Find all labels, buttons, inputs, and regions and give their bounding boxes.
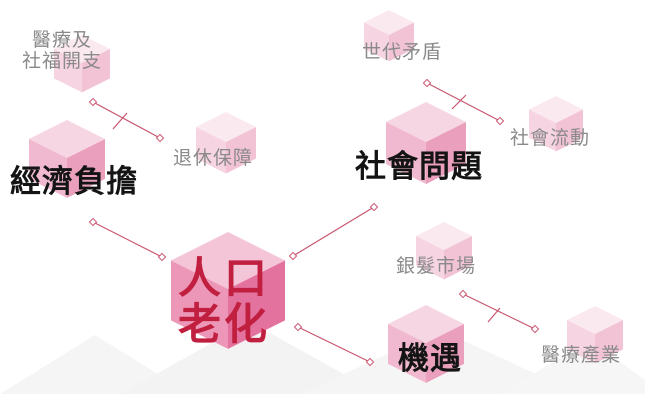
cube-opportunity <box>388 305 464 383</box>
connector-center-to-opportunity-node <box>293 322 303 332</box>
connector-center-to-social <box>292 206 375 257</box>
cube-economic-burden <box>29 120 105 198</box>
background-triangle <box>500 340 645 394</box>
cube-silver-market <box>416 222 472 280</box>
label-social-mobility: 社會流動 <box>510 127 591 149</box>
cube-social-mobility <box>529 96 583 152</box>
cube-medical-industry <box>567 306 623 364</box>
cube-social-issues <box>386 102 466 184</box>
connector-conflict-to-mobility-node <box>495 116 505 126</box>
connector-center-to-economic <box>92 221 163 258</box>
connector-silver-to-industry-node <box>458 289 468 299</box>
label-silver-market: 銀髮市場 <box>396 255 477 277</box>
connector-conflict-to-mobility <box>426 82 501 122</box>
connector-center-to-opportunity <box>297 326 371 363</box>
label-medical-industry: 醫療產業 <box>541 344 622 366</box>
connector-center-to-economic-node <box>157 252 167 262</box>
label-population-aging: 人口 老化 <box>178 254 270 351</box>
label-medical-welfare: 醫療及 社福開支 <box>22 29 103 73</box>
cube-medical-welfare <box>54 35 110 93</box>
label-opportunity: 機遇 <box>398 341 462 377</box>
connector-silver-to-industry <box>462 293 536 330</box>
connector-branch-social <box>451 94 467 110</box>
background-triangle <box>120 322 380 394</box>
connector-center-to-economic-node <box>88 217 98 227</box>
connector-medical-to-retirement-node <box>155 133 165 143</box>
label-generational-conflict: 世代矛盾 <box>362 41 443 63</box>
connector-medical-to-retirement-node <box>88 97 98 107</box>
connector-silver-to-industry-node <box>530 324 540 334</box>
label-retirement: 退休保障 <box>173 147 254 169</box>
connector-conflict-to-mobility-node <box>422 78 432 88</box>
connector-center-to-social-node <box>369 202 379 212</box>
background-triangle <box>0 335 190 394</box>
cube-population-aging <box>171 232 285 349</box>
label-economic-burden: 經濟負擔 <box>10 164 138 200</box>
connector-branch-opportunity <box>487 307 501 323</box>
connector-branch-economic <box>112 112 128 130</box>
cube-retirement <box>196 112 256 174</box>
connector-center-to-opportunity-node <box>365 357 375 367</box>
connector-medical-to-retirement <box>92 101 161 139</box>
cube-generational-conflict <box>364 10 414 62</box>
label-social-issues: 社會問題 <box>355 149 483 185</box>
connector-center-to-social-node <box>288 251 298 261</box>
